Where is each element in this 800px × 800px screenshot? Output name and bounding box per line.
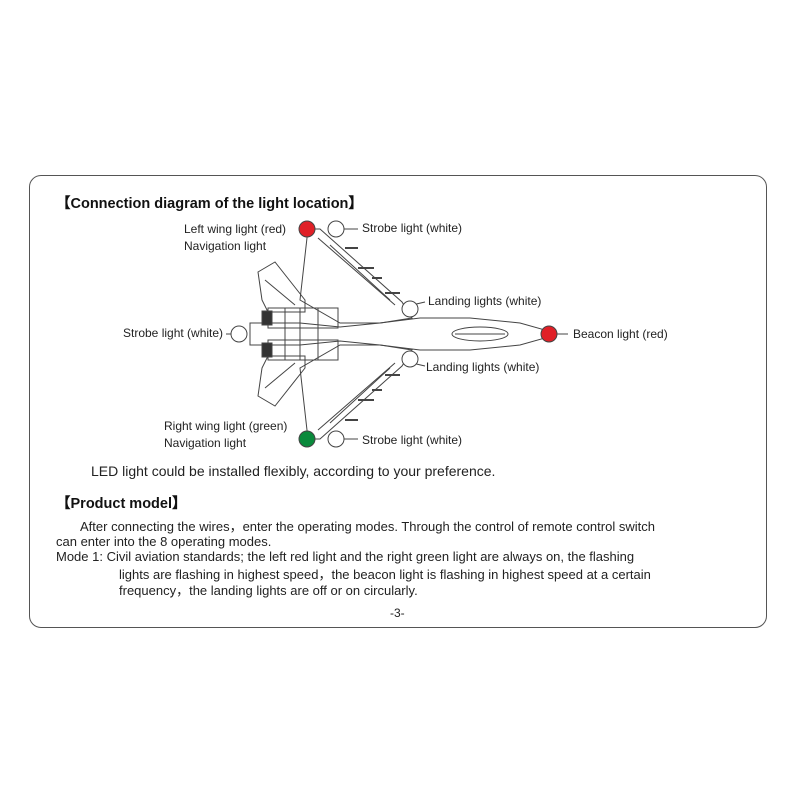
diagram-heading: 【Connection diagram of the light locatio… xyxy=(56,196,363,212)
page-number: -3- xyxy=(390,606,405,620)
intro-line-1: After connecting the wires，enter the ope… xyxy=(80,519,655,534)
right-wing-light-green xyxy=(298,430,316,448)
lower-wing-outline xyxy=(299,344,413,440)
label-landing-lights-bottom: Landing lights (white) xyxy=(426,360,540,374)
label-right-wing-light: Right wing light (green) xyxy=(164,419,288,433)
strobe-light-bottom xyxy=(327,430,345,448)
label-strobe-light-top: Strobe light (white) xyxy=(362,221,463,235)
label-landing-lights-top: Landing lights (white) xyxy=(428,294,542,308)
label-left-wing-light: Left wing light (red) xyxy=(184,222,287,236)
installation-note: LED light could be installed flexibly, a… xyxy=(91,463,496,479)
engine-block-lower xyxy=(267,339,339,361)
landing-light-bottom xyxy=(401,350,419,368)
mode1-line-2: lights are flashing in highest speed，the… xyxy=(119,567,651,582)
label-left-navigation-light: Navigation light xyxy=(184,239,267,253)
cockpit-canopy xyxy=(451,326,509,342)
label-beacon-light: Beacon light (red) xyxy=(573,327,668,341)
lower-tail-fin xyxy=(257,355,306,407)
left-wing-light-red xyxy=(298,220,316,238)
intro-line-2: can enter into the 8 operating modes. xyxy=(56,534,272,549)
strobe-light-tail xyxy=(230,325,248,343)
label-strobe-light-bottom: Strobe light (white) xyxy=(362,433,463,447)
engine-block-upper xyxy=(267,307,339,329)
landing-light-top xyxy=(401,300,419,318)
upper-tail-fin xyxy=(257,261,306,313)
product-model-heading: 【Product model】 xyxy=(56,496,187,512)
page-frame xyxy=(29,175,767,628)
mode1-line-3: frequency，the landing lights are off or … xyxy=(119,583,418,598)
mode1-line-1: Mode 1: Civil aviation standards; the le… xyxy=(56,549,635,564)
label-strobe-light-tail: Strobe light (white) xyxy=(123,326,224,340)
strobe-light-top xyxy=(327,220,345,238)
label-right-navigation-light: Navigation light xyxy=(164,436,247,450)
upper-wing-outline xyxy=(299,228,413,324)
beacon-light-red xyxy=(540,325,558,343)
